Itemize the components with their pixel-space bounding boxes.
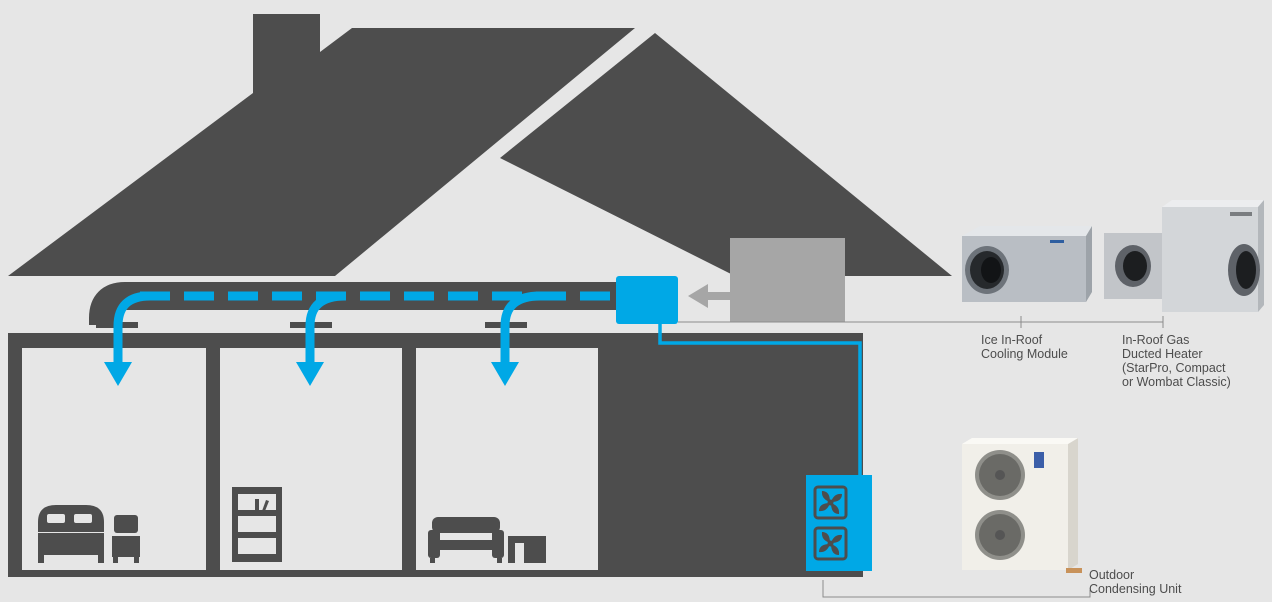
gas-heater-box bbox=[730, 238, 845, 322]
cooling-module-label: Ice In-Roof Cooling Module bbox=[981, 333, 1068, 361]
bookshelf-icon bbox=[232, 487, 282, 562]
bed-icon bbox=[38, 505, 104, 563]
outdoor-unit-label: Outdoor Condensing Unit bbox=[1089, 568, 1181, 596]
cooling-module bbox=[616, 276, 678, 324]
side-table-icon bbox=[508, 536, 546, 563]
gas-heater-label: In-Roof Gas Ducted Heater (StarPro, Comp… bbox=[1122, 333, 1231, 389]
cooling-module-photo bbox=[962, 226, 1092, 302]
gas-heater-photo bbox=[1104, 200, 1264, 312]
airflow-arrow-icon bbox=[688, 284, 733, 308]
bedside-table-icon bbox=[112, 515, 140, 563]
outdoor-unit-photo bbox=[962, 438, 1082, 573]
leader-line-outdoor bbox=[823, 580, 1090, 597]
